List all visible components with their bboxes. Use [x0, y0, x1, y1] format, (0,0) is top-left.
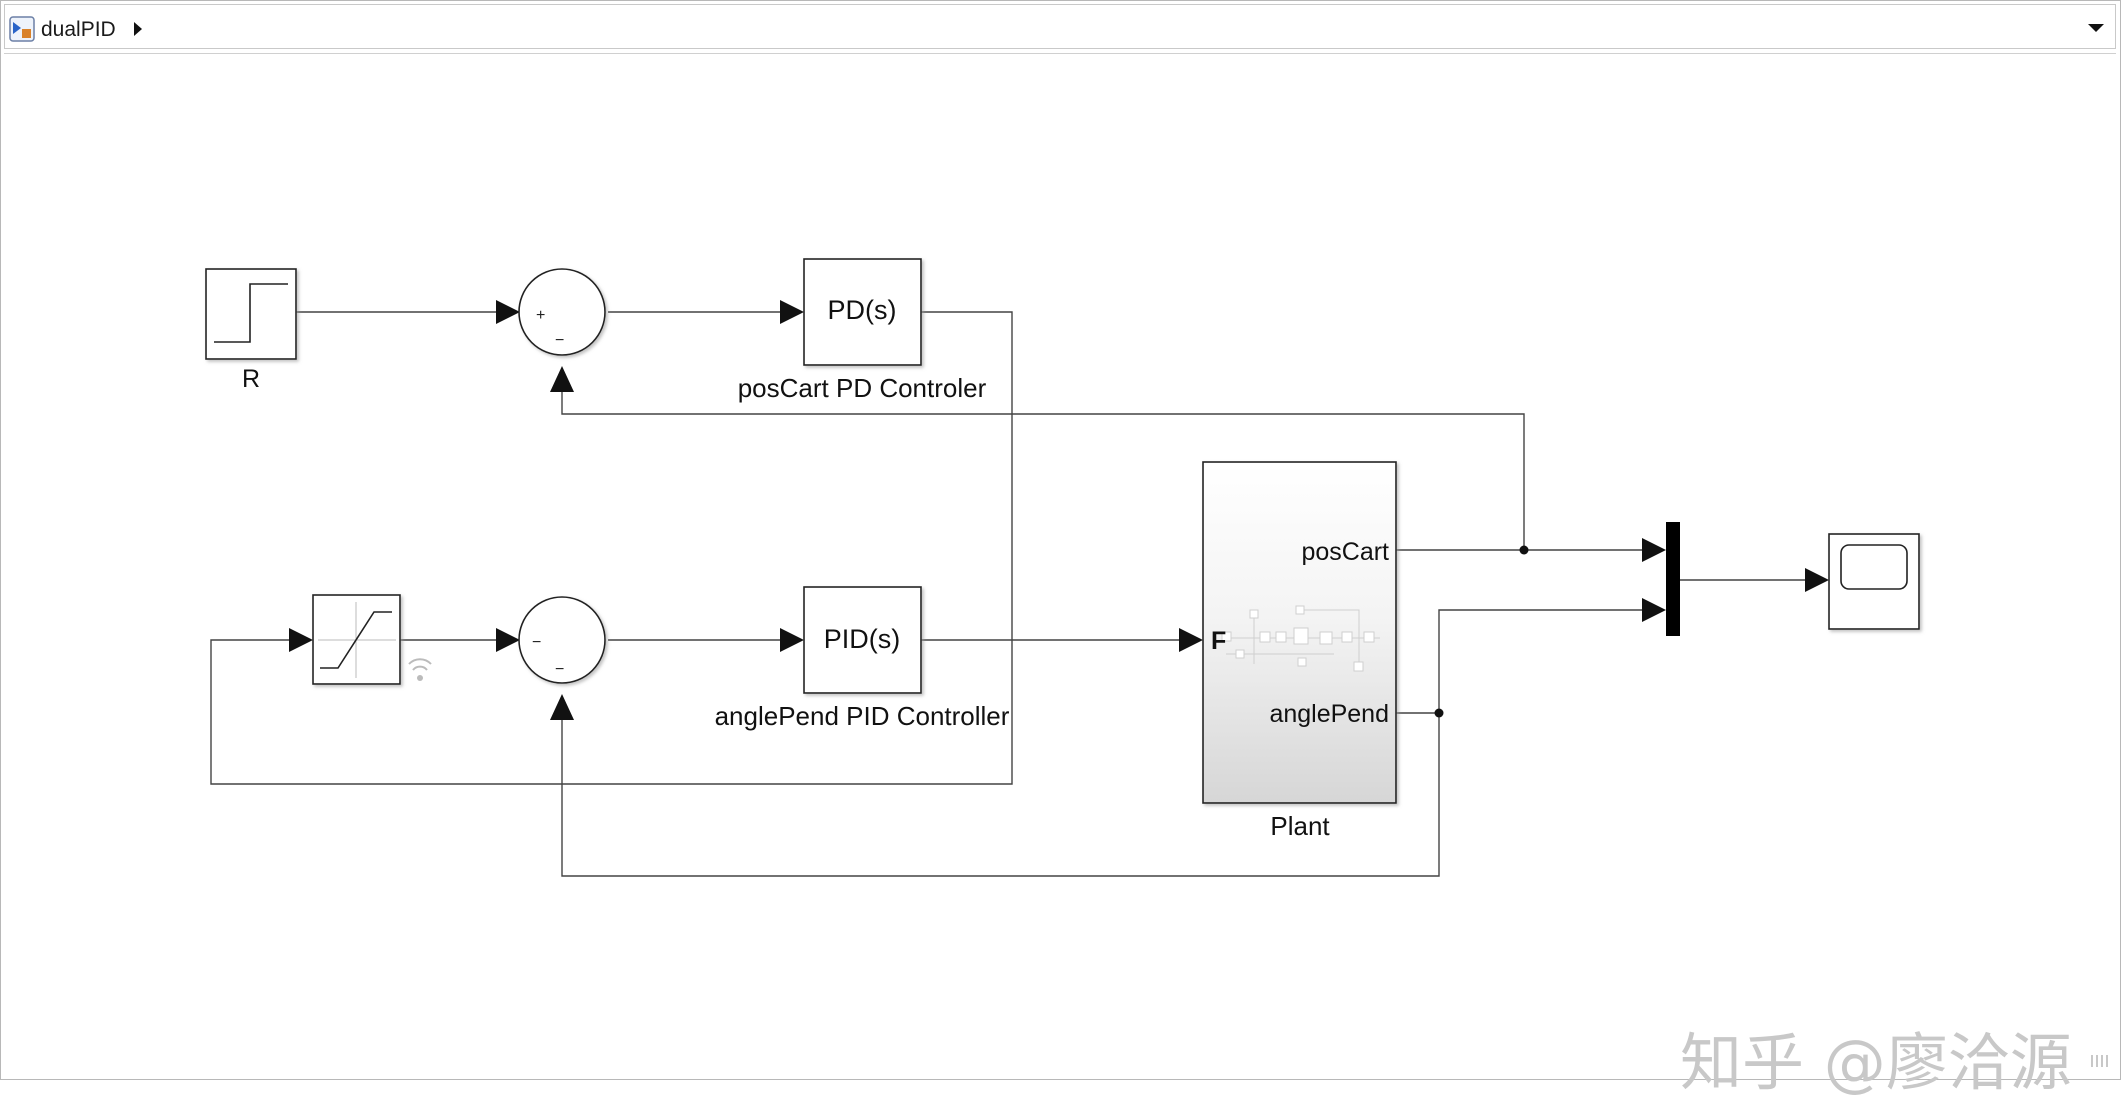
arrowhead: [550, 694, 574, 720]
plant-input-port-f: F: [1211, 627, 1226, 655]
arrowhead: [1642, 598, 1666, 622]
pid-transfer-text: PID(s): [824, 624, 901, 654]
sum-block-1[interactable]: [518, 268, 606, 356]
plant-preview-thumbnail: [1221, 605, 1380, 672]
arrowhead: [1642, 538, 1666, 562]
breadcrumb-model-name[interactable]: dualPID: [41, 18, 116, 41]
line-poscart-feedback[interactable]: [561, 388, 1525, 550]
plant-subsystem-block[interactable]: [1202, 461, 1397, 804]
step-block[interactable]: [205, 268, 297, 360]
signal-lines: [210, 311, 1809, 877]
arrowhead: [289, 628, 313, 652]
pd-controller-label: posCart PD Controler: [738, 373, 987, 403]
scope-screen-icon: [1840, 544, 1908, 590]
arrowhead: [1805, 568, 1829, 592]
arrowhead: [496, 628, 520, 652]
arrowhead: [496, 300, 520, 324]
arrowheads: [289, 300, 1829, 720]
sum2-minus-left: −: [532, 634, 541, 651]
step-icon: [214, 283, 288, 343]
resize-grip-icon[interactable]: [2088, 1052, 2110, 1070]
pd-transfer-text: PD(s): [828, 295, 897, 325]
chevron-right-icon[interactable]: [132, 20, 144, 38]
plant-block-label: Plant: [1270, 811, 1330, 841]
scope-block[interactable]: [1828, 533, 1920, 630]
arrowhead: [1179, 628, 1203, 652]
saturation-icon: [320, 611, 392, 669]
sum-block-2[interactable]: [518, 596, 606, 684]
plant-output-port-poscart: posCart: [1301, 538, 1389, 566]
chevron-down-icon[interactable]: [2085, 19, 2107, 37]
saturation-block[interactable]: [312, 594, 401, 685]
breadcrumb-bar: dualPID: [4, 4, 2116, 49]
sum2-minus-bottom: −: [555, 661, 564, 678]
sum1-plus-sign: +: [536, 307, 545, 324]
arrowhead: [780, 300, 804, 324]
line-anglepend-to-mux[interactable]: [1396, 609, 1644, 714]
line-anglepend-feedback[interactable]: [561, 713, 1440, 877]
pid-controller-label: anglePend PID Controller: [715, 701, 1010, 731]
mux-block[interactable]: [1666, 522, 1680, 636]
line-pd-to-saturation-feedback[interactable]: [210, 311, 1013, 785]
diagram-canvas[interactable]: R + − PD(s) posCart PD Controler: [4, 53, 2116, 1099]
branch-point-poscart: [1519, 545, 1529, 555]
arrowhead: [780, 628, 804, 652]
watermark: 知乎 @廖洽源: [1680, 1026, 2072, 1099]
sum1-minus-sign: −: [555, 332, 564, 349]
pd-controller-block[interactable]: [803, 258, 922, 366]
step-block-label: R: [242, 365, 260, 393]
model-icon[interactable]: [9, 16, 35, 42]
signal-logging-icon[interactable]: [408, 658, 432, 681]
block-diagram: R + − PD(s) posCart PD Controler: [205, 258, 1920, 877]
pid-controller-block[interactable]: [803, 586, 922, 694]
arrowhead: [550, 366, 574, 392]
plant-output-port-anglepend: anglePend: [1269, 700, 1389, 728]
branch-point-anglepend: [1434, 708, 1444, 718]
